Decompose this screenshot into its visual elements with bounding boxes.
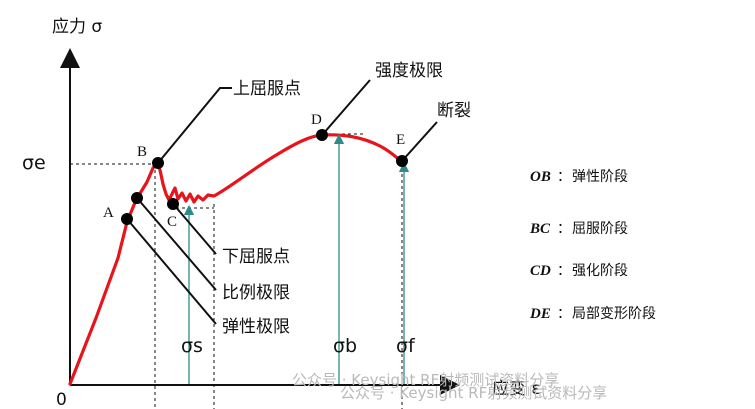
legend-text-ob: 弹性阶段 bbox=[572, 169, 628, 185]
lower-yield-leader bbox=[173, 204, 217, 255]
strength-limit-text: 强度极限 bbox=[375, 61, 443, 81]
legend-sep-de: ： bbox=[557, 306, 571, 322]
point-e-label: E bbox=[396, 132, 405, 148]
point-b-label: B bbox=[137, 144, 147, 160]
fracture-text: 断裂 bbox=[437, 101, 471, 121]
point-c-label: C bbox=[167, 214, 177, 230]
point-b-marker bbox=[152, 157, 164, 169]
legend-key-cd: CD bbox=[530, 263, 551, 279]
proportional-limit-leader bbox=[136, 197, 217, 291]
stage-legend: OB ： 弹性阶段 BC ： 屈服阶段 CD ： 强化阶段 DE ： 局部变形阶… bbox=[529, 169, 656, 322]
sigma-s-label: σs bbox=[181, 335, 203, 357]
strength-limit-leader bbox=[322, 79, 371, 135]
legend-text-de: 局部变形阶段 bbox=[572, 306, 656, 322]
legend-key-bc: BC bbox=[529, 221, 551, 237]
watermark-line-2: 公众号 · Keysight RF射频测试资料分享 bbox=[340, 384, 607, 402]
legend-key-ob: OB bbox=[530, 169, 551, 185]
point-d-label: D bbox=[311, 112, 322, 128]
upper-yield-leader bbox=[157, 87, 232, 164]
origin-label: 0 bbox=[56, 390, 67, 409]
elastic-limit-leader bbox=[126, 218, 217, 325]
point-p-marker bbox=[131, 192, 143, 204]
watermark-line-1: 公众号 · Keysight RF射频测试资料分享 bbox=[292, 371, 559, 389]
upper-yield-text: 上屈服点 bbox=[233, 79, 301, 99]
lower-yield-text: 下屈服点 bbox=[222, 247, 290, 267]
legend-sep-cd: ： bbox=[557, 263, 571, 279]
legend-text-cd: 强化阶段 bbox=[572, 263, 628, 279]
point-e-marker bbox=[396, 155, 408, 167]
point-a-marker bbox=[121, 213, 133, 225]
sigma-e-label: σe bbox=[22, 152, 46, 174]
legend-key-de: DE bbox=[529, 306, 551, 322]
legend-sep-ob: ： bbox=[557, 169, 571, 185]
proportional-limit-text: 比例极限 bbox=[222, 283, 290, 303]
y-axis-label: 应力 σ bbox=[52, 17, 102, 37]
fracture-leader bbox=[401, 121, 438, 162]
legend-text-bc: 屈服阶段 bbox=[572, 221, 628, 237]
point-d-marker bbox=[316, 129, 328, 141]
sigma-f-label: σf bbox=[396, 335, 416, 357]
point-c-marker bbox=[167, 198, 179, 210]
x-axis-label: 应变 ε bbox=[492, 379, 541, 399]
point-a-label: A bbox=[103, 205, 114, 221]
elastic-limit-text: 弹性极限 bbox=[222, 317, 290, 337]
watermark: 公众号 · Keysight RF射频测试资料分享 公众号 · Keysight… bbox=[292, 371, 607, 402]
legend-sep-bc: ： bbox=[557, 221, 571, 237]
stress-strain-curve bbox=[68, 133, 404, 386]
sigma-b-label: σb bbox=[333, 335, 357, 357]
